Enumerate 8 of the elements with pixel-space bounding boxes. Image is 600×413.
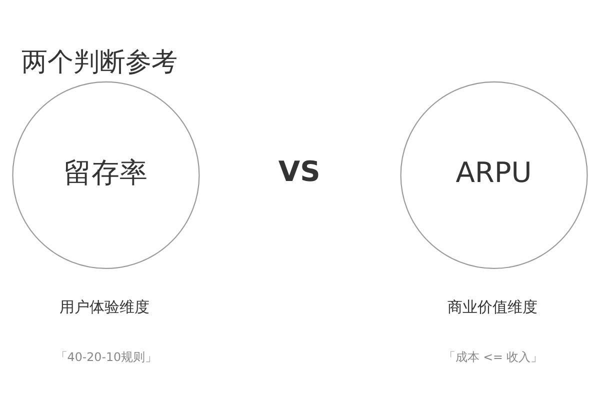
node-label: 商业价值维度 [448, 297, 538, 316]
diagram-title: 两个判断参考 [21, 46, 178, 77]
node-label: 「40-20-10规则」 [55, 349, 158, 364]
label: VS [278, 154, 320, 188]
node-circle: ARPU [400, 80, 588, 268]
node-circle: 留存率 [12, 80, 200, 268]
node-label: 「成本 <= 收入」 [443, 349, 543, 364]
node-label: 用户体验维度 [60, 297, 150, 316]
